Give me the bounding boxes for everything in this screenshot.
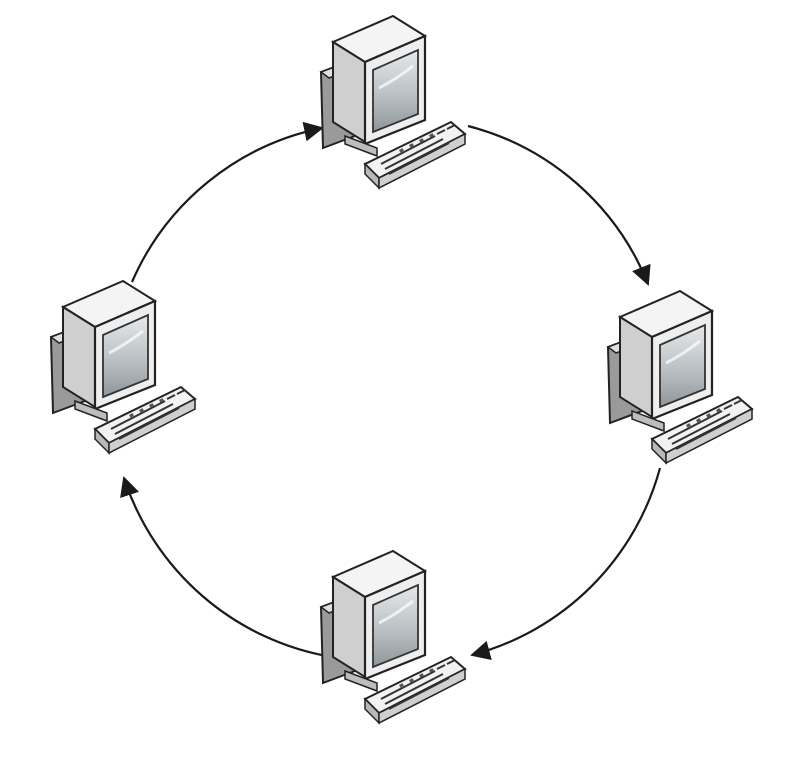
computer-icon-top — [321, 16, 465, 188]
computer-icon-left — [51, 281, 195, 453]
ring-link-bottom-to-left — [124, 478, 332, 657]
ring-link-right-to-bottom — [472, 468, 660, 655]
ring-link-top-to-right — [468, 126, 648, 284]
computer-icon-right — [608, 291, 752, 463]
computer-icon-bottom — [321, 551, 465, 723]
ring-link-left-to-top — [132, 128, 322, 282]
